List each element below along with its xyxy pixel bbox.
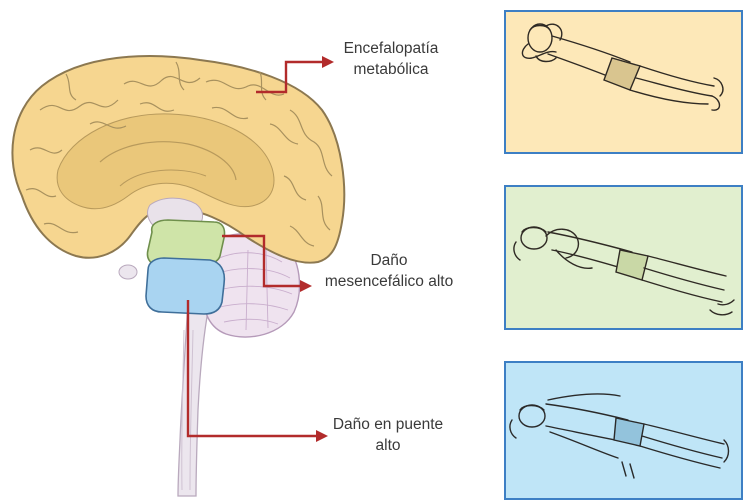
brain-illustration bbox=[12, 56, 344, 496]
pons-region bbox=[146, 258, 224, 314]
midbrain-label-line1: Daño bbox=[318, 250, 460, 271]
pons-label-line1: Daño en puente bbox=[326, 414, 450, 435]
midbrain-label-line2: mesencefálico alto bbox=[318, 271, 460, 292]
metabolic-label-line2: metabólica bbox=[330, 59, 452, 80]
midbrain-region bbox=[147, 220, 224, 264]
metabolic-label-line1: Encefalopatía bbox=[330, 38, 452, 59]
flaccid-pons-posture-panel bbox=[505, 362, 742, 499]
metabolic-label: Encefalopatía metabólica bbox=[330, 38, 452, 80]
midbrain-arrowhead bbox=[300, 280, 312, 292]
midbrain-label: Daño mesencefálico alto bbox=[318, 250, 460, 292]
pons-label: Daño en puente alto bbox=[326, 414, 450, 456]
pons-label-line2: alto bbox=[326, 435, 450, 456]
decerebrate-posture-panel bbox=[505, 186, 742, 329]
decorticate-posture-panel bbox=[505, 11, 742, 153]
